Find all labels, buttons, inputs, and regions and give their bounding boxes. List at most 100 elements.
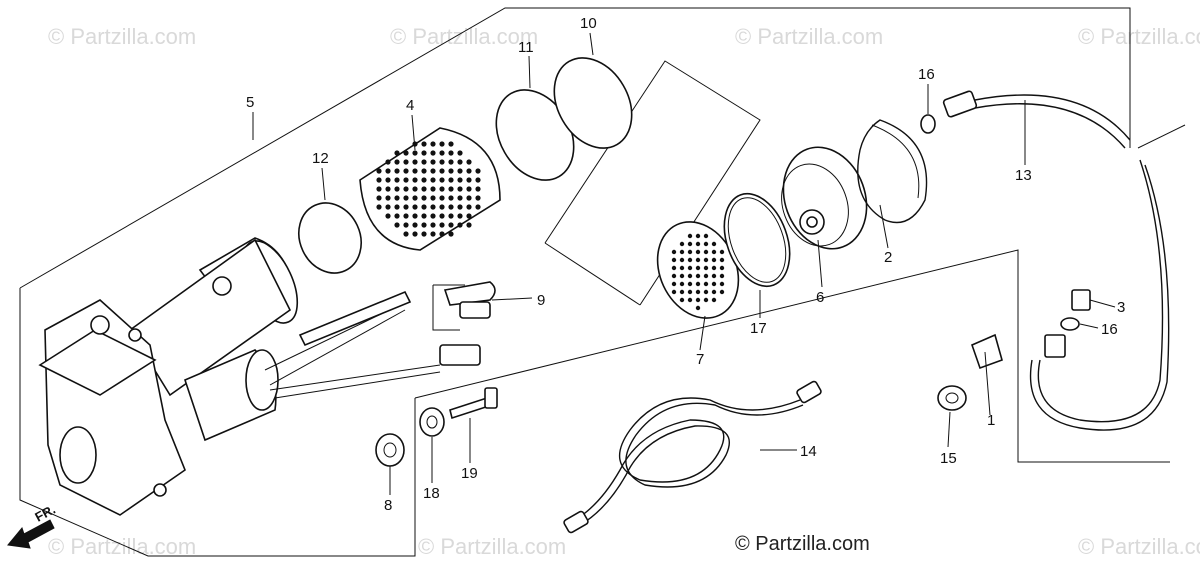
watermark-7: © Partzilla.com: [1078, 534, 1200, 559]
mesh-hole: [448, 141, 454, 147]
mesh-hole: [695, 273, 701, 279]
grommet-15: [937, 385, 967, 411]
mesh-hole: [430, 141, 436, 147]
mesh-hole: [466, 168, 472, 174]
housing-6: [781, 146, 868, 250]
screen-disc-7: [656, 221, 740, 319]
mesh-hole: [695, 249, 701, 255]
mesh-hole: [711, 257, 717, 263]
mesh-hole: [711, 281, 717, 287]
mesh-hole: [711, 297, 717, 303]
mesh-hole: [403, 168, 409, 174]
mesh-hole: [421, 231, 427, 237]
callout-3: 3: [1117, 299, 1125, 316]
mesh-hole: [412, 195, 418, 201]
mesh-hole: [475, 195, 481, 201]
mesh-hole: [671, 249, 677, 255]
mesh-hole: [394, 195, 400, 201]
mesh-hole: [439, 195, 445, 201]
mesh-hole: [466, 204, 472, 210]
mesh-hole: [412, 204, 418, 210]
mesh-hole: [687, 273, 693, 279]
mesh-hole: [376, 177, 382, 183]
mesh-hole: [385, 213, 391, 219]
mesh-hole: [412, 168, 418, 174]
mesh-hole: [448, 159, 454, 165]
mesh-hole: [703, 289, 709, 295]
mesh-hole: [695, 233, 701, 239]
callouts: 1 2 3 4 5 6 7 8 9 10 11 12 13 14 15 16 1…: [246, 15, 1125, 514]
mesh-hole: [421, 168, 427, 174]
arrow-icon: [7, 519, 55, 549]
mesh-hole: [448, 213, 454, 219]
mesh-hole: [457, 222, 463, 228]
mesh-hole: [412, 231, 418, 237]
bolt-19: [449, 387, 498, 420]
mesh-hole: [687, 233, 693, 239]
mesh-hole: [403, 222, 409, 228]
fitting-3: [1044, 289, 1091, 358]
mesh-hole: [421, 177, 427, 183]
mesh-hole: [671, 273, 677, 279]
mesh-hole: [376, 195, 382, 201]
mesh-hole: [439, 204, 445, 210]
callout-12: 12: [312, 150, 329, 167]
mesh-hole: [711, 265, 717, 271]
callout-14: 14: [800, 443, 817, 460]
mesh-hole: [385, 168, 391, 174]
mesh-hole: [448, 222, 454, 228]
mesh-hole: [703, 241, 709, 247]
watermark-6: © Partzilla.com: [418, 534, 566, 559]
mesh-hole: [439, 141, 445, 147]
mesh-hole: [430, 150, 436, 156]
mesh-hole: [703, 257, 709, 263]
mesh-hole: [703, 281, 709, 287]
mesh-hole: [430, 159, 436, 165]
mesh-hole: [695, 289, 701, 295]
mesh-hole: [466, 213, 472, 219]
mesh-hole: [457, 177, 463, 183]
mesh-hole: [430, 195, 436, 201]
mesh-hole: [679, 257, 685, 263]
mesh-hole: [403, 213, 409, 219]
mesh-hole: [671, 265, 677, 271]
watermark-4: © Partzilla.com: [1078, 24, 1200, 49]
mesh-hole: [671, 281, 677, 287]
mesh-hole: [475, 177, 481, 183]
mesh-hole: [719, 265, 725, 271]
mesh-hole: [394, 204, 400, 210]
leader-lines: [252, 32, 1116, 495]
mesh-hole: [695, 297, 701, 303]
mesh-hole: [466, 159, 472, 165]
washers-16: [920, 114, 1080, 331]
mesh-hole: [448, 204, 454, 210]
mesh-hole: [687, 241, 693, 247]
mesh-hole: [695, 257, 701, 263]
mesh-hole: [679, 273, 685, 279]
mesh-hole: [687, 265, 693, 271]
callout-18: 18: [423, 485, 440, 502]
mesh-hole: [439, 213, 445, 219]
mesh-hole: [703, 249, 709, 255]
callout-11: 11: [518, 39, 534, 56]
mesh-hole: [448, 168, 454, 174]
mesh-hole: [394, 177, 400, 183]
copyright-text: © Partzilla.com: [735, 533, 870, 555]
mesh-hole: [385, 186, 391, 192]
mesh-hole: [457, 204, 463, 210]
callout-5: 5: [246, 94, 254, 111]
mesh-hole: [703, 233, 709, 239]
mesh-hole: [711, 289, 717, 295]
mesh-hole: [403, 204, 409, 210]
mesh-hole: [711, 273, 717, 279]
callout-10: 10: [580, 15, 597, 32]
mesh-hole: [430, 204, 436, 210]
mesh-hole: [448, 231, 454, 237]
mesh-hole: [403, 231, 409, 237]
mesh-hole: [457, 168, 463, 174]
mesh-hole: [403, 150, 409, 156]
mesh-hole: [385, 195, 391, 201]
callout-13: 13: [1015, 167, 1032, 184]
mesh-hole: [475, 168, 481, 174]
mesh-hole: [695, 265, 701, 271]
